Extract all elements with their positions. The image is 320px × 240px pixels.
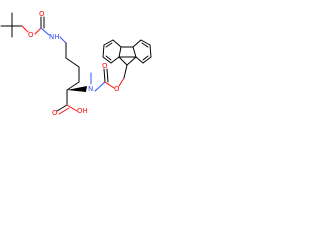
boc-ether-oxygen-label: O [28, 31, 34, 39]
fluorene-left-ring-2 [103, 39, 114, 46]
fluorene-right-ring-double-1 [141, 42, 149, 48]
acid-double-bond-2 [58, 107, 70, 115]
lysine-chain-bond-5 [66, 81, 80, 91]
fluorene-left-ring-1 [112, 39, 122, 48]
acid-hydroxyl-label: OH [77, 107, 88, 115]
fluorene-left-ring-5 [110, 56, 120, 64]
label-layer: O O NH N O O O OH [28, 10, 120, 117]
boc-ether-bond-2 [34, 27, 42, 35]
bond-layer [0, 12, 152, 115]
fluorene-right-ring-2 [140, 39, 151, 46]
acid-hydroxyl-bond [66, 104, 78, 112]
fluorene-right-ring-5 [135, 56, 144, 64]
fluorene-five-ring-left [118, 46, 122, 58]
boc-carbamate-n-bond [40, 27, 50, 36]
fmoc-ether-bond-2 [118, 77, 125, 87]
fluorene-left-ring-double-2 [105, 55, 112, 61]
fluorene-right-ring-4 [142, 56, 152, 64]
boc-ether-bond-1 [21, 25, 29, 33]
amine-nh-label: NH [49, 33, 60, 41]
fmoc-carbonyl-bond-2 [106, 68, 109, 83]
fluorene-c9-right [126, 56, 137, 66]
lysine-chain-bond-1 [59, 36, 67, 44]
acid-double-bond-1 [56, 104, 68, 112]
stereo-wedge [67, 86, 87, 92]
acid-carbonyl-oxygen-label: O [52, 109, 58, 117]
fmoc-carbonyl-bond-1 [103, 68, 106, 83]
fluorene-c9-left [118, 56, 128, 66]
fluorene-right-ring-3 [149, 44, 152, 58]
fmoc-ether-bond-1 [104, 81, 115, 89]
fmoc-ether-oxygen-label: O [114, 85, 120, 93]
fmoc-nitrogen-label: N [88, 85, 93, 93]
fluorene-left-ring-3 [102, 44, 105, 58]
fluorene-right-ring-double-2 [142, 55, 149, 61]
n-fmoc-bond [94, 81, 106, 92]
fluorene-left-ring-4 [102, 56, 112, 64]
fluorene-left-ring-double-1 [105, 42, 113, 48]
fmoc-carbonyl-oxygen-label: O [102, 62, 108, 70]
boc-carbonyl-oxygen-label: O [39, 10, 45, 18]
lysine-chain-bond-3 [65, 57, 80, 68]
structure-diagram: O O NH N O O O OH [0, 10, 152, 117]
fluorene-right-ring-1 [132, 39, 142, 48]
fmoc-methylene-bond [123, 64, 128, 79]
fluorene-five-ring-right [132, 46, 137, 58]
